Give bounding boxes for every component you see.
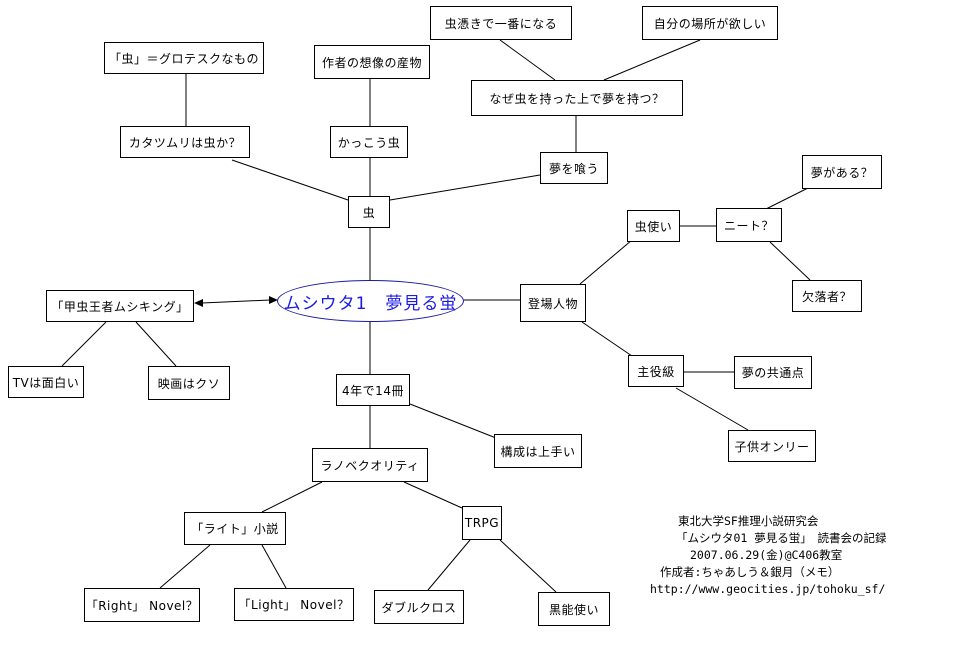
node-naze: なぜ虫を持った上で夢を持つ？ <box>471 80 683 116</box>
node-mushitsuki-label: 虫憑きで一番になる <box>444 16 558 31</box>
node-right-novel-label: 「Right」 Novel？ <box>85 598 199 613</box>
credits-authors: 作成者:ちゃあしう＆銀月（メモ） <box>660 565 840 579</box>
link-shuyaku-kodomo <box>675 387 749 431</box>
node-kodomo: 子供オンリー <box>728 430 816 462</box>
node-yonen: 4年で14冊 <box>336 374 410 406</box>
link-toujou-mushitsukai <box>579 239 633 285</box>
node-toujou: 登場人物 <box>520 284 586 322</box>
node-yumegaaru-label: 夢がある？ <box>810 165 874 180</box>
node-tv: TVは面白い <box>8 366 84 398</box>
node-mushitsukai-label: 虫使い <box>634 219 673 234</box>
link-trpg-kokunou <box>499 539 557 593</box>
link-toujou-shuyaku <box>581 321 633 357</box>
node-jibun-label: 自分の場所が欲しい <box>653 16 767 31</box>
node-light-label: 「ライト」小説 <box>191 522 279 536</box>
node-kokunou: 黒能使い <box>538 592 610 626</box>
node-mushitsuki: 虫憑きで一番になる <box>430 6 572 40</box>
node-naze-label: なぜ虫を持った上で夢を持つ？ <box>489 91 665 106</box>
credits-date: 2007.06.29(金)@C406教室 <box>690 548 843 562</box>
node-kyoutsuu: 夢の共通点 <box>734 356 812 389</box>
node-katatsumuri-label: カタツムリは虫か？ <box>128 135 242 150</box>
credits-block: 東北大学SF推理小説研究会 「ムシウタ01 夢見る蛍」 読書会の記録 2007.… <box>650 513 900 598</box>
link-koushu-eiga <box>135 321 177 367</box>
node-light-novel: 「Light」 Novel？ <box>234 588 354 621</box>
node-trpg-label: TRPG <box>464 516 500 530</box>
node-grotesque-label: 「虫」＝グロテスクなもの <box>108 51 259 66</box>
node-double: ダブルクロス <box>374 590 464 624</box>
node-kousei-label: 構成は上手い <box>500 444 576 459</box>
credits-title: 「ムシウタ01 夢見る蛍」 読書会の記録 <box>676 531 887 545</box>
node-ketsuraku: 欠落者？ <box>792 280 862 312</box>
node-jibun: 自分の場所が欲しい <box>642 6 778 40</box>
link-mushi-yumekurau <box>389 174 541 201</box>
node-kakkou-label: かっこう虫 <box>337 135 401 150</box>
node-ketsuraku-label: 欠落者？ <box>801 289 852 304</box>
node-koushu-label: 「甲虫王者ムシキング」 <box>51 299 189 314</box>
link-neet-yumegaaru <box>763 187 809 211</box>
node-sakusha-label: 作者の想像の産物 <box>321 55 422 70</box>
node-yonen-label: 4年で14冊 <box>342 383 404 398</box>
node-koushu: 「甲虫王者ムシキング」 <box>46 290 194 322</box>
node-katatsumuri: カタツムリは虫か？ <box>120 126 250 158</box>
node-kakkou: かっこう虫 <box>330 126 408 158</box>
link-light-right <box>159 544 211 589</box>
link-koushu-center <box>201 299 271 304</box>
node-sakusha: 作者の想像の産物 <box>314 45 430 79</box>
node-yumekurau: 夢を喰う <box>540 152 608 184</box>
node-eiga-label: 映画はクソ <box>157 376 221 391</box>
arrowhead-right <box>269 296 278 304</box>
node-kousei: 構成は上手い <box>494 434 582 468</box>
node-neet-label: ニート？ <box>723 218 774 233</box>
link-ranobe-light <box>261 481 323 513</box>
arrowhead-left <box>194 299 203 307</box>
node-grotesque: 「虫」＝グロテスクなもの <box>104 42 264 74</box>
node-light-novel-label: 「Light」 Novel？ <box>238 598 350 612</box>
node-toujou-label: 登場人物 <box>527 296 578 311</box>
link-naze-jibun <box>603 39 701 81</box>
link-ranobe-trpg <box>403 481 463 509</box>
central-topic: ムシウタ1 夢見る蛍 <box>277 280 464 322</box>
node-light: 「ライト」小説 <box>184 512 286 545</box>
node-trpg: TRPG <box>462 506 502 540</box>
node-tv-label: TVは面白い <box>12 375 80 390</box>
node-shuyaku-label: 主役級 <box>637 364 675 379</box>
node-shuyaku: 主役級 <box>628 355 684 387</box>
node-ranobe-label: ラノベクオリティ <box>320 458 420 473</box>
node-mushi: 虫 <box>348 196 390 228</box>
link-yonen-kousei <box>409 403 497 439</box>
link-trpg-double <box>427 539 471 591</box>
node-ranobe: ラノベクオリティ <box>312 448 428 482</box>
node-neet: ニート？ <box>716 208 782 242</box>
node-kokunou-label: 黒能使い <box>548 602 599 617</box>
link-koushu-tv <box>61 321 107 367</box>
node-yumegaaru: 夢がある？ <box>802 155 882 189</box>
node-eiga: 映画はクソ <box>148 366 230 400</box>
node-mushitsukai: 虫使い <box>627 210 680 242</box>
credits-organization: 東北大学SF推理小説研究会 <box>678 514 819 528</box>
link-light-lightnovel <box>261 544 287 589</box>
node-yumekurau-label: 夢を喰う <box>548 161 599 176</box>
node-mushi-label: 虫 <box>362 205 376 220</box>
central-topic-label: ムシウタ1 夢見る蛍 <box>283 293 458 314</box>
link-naze-mushitsuki <box>499 39 556 81</box>
link-neet-ketsuraku <box>769 241 811 281</box>
node-double-label: ダブルクロス <box>381 600 457 615</box>
credits-url: http://www.geocities.jp/tohoku_sf/ <box>650 582 886 596</box>
link-mushi-katatsumuri <box>231 159 349 201</box>
node-right-novel: 「Right」 Novel？ <box>84 588 200 622</box>
node-kyoutsuu-label: 夢の共通点 <box>741 366 805 380</box>
node-kodomo-label: 子供オンリー <box>734 439 810 454</box>
